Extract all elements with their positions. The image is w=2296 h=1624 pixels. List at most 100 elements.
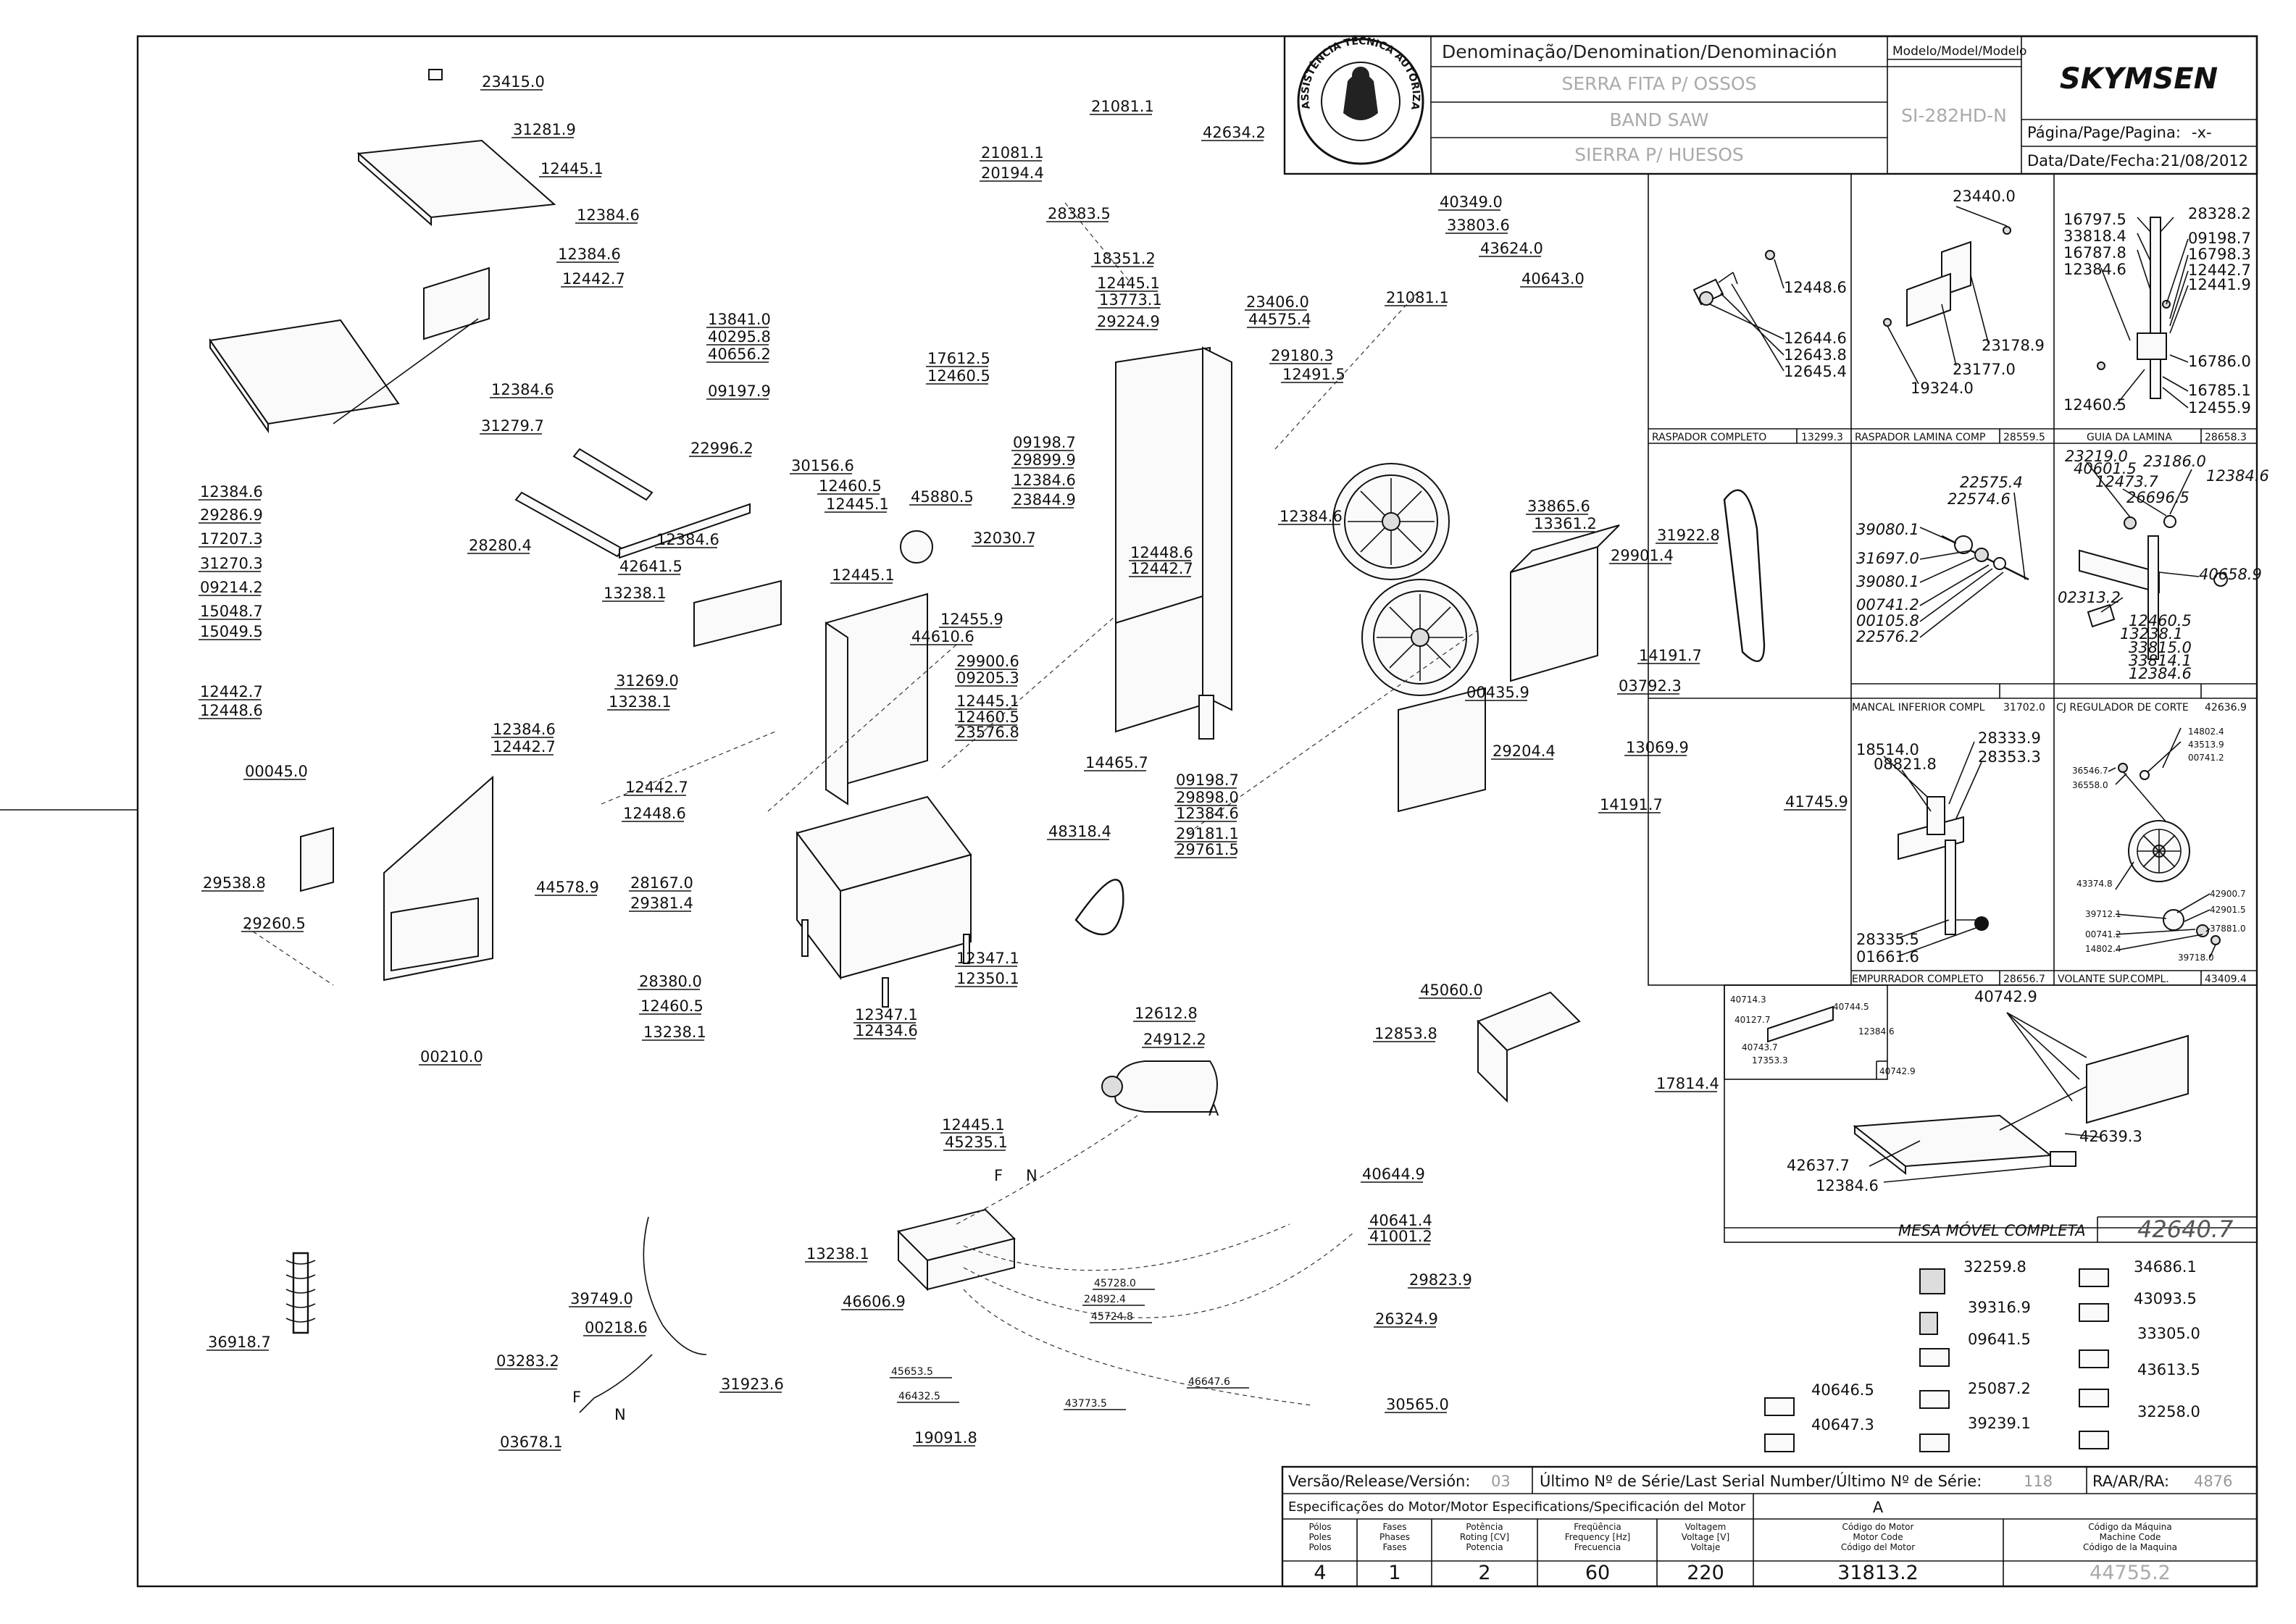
callout-63: 12442.7	[1130, 560, 1193, 577]
wire-letter-1: N	[1026, 1167, 1038, 1184]
callout-12384.6: 12384.6	[1816, 1177, 1879, 1194]
callout-00741.2: 00741.2	[2188, 753, 2224, 763]
callout-12645.4: 12645.4	[1784, 363, 1847, 380]
callout-14: 15048.7	[200, 603, 263, 620]
callout-16785.1: 16785.1	[2188, 382, 2251, 399]
callout-74: 29181.1	[1176, 825, 1239, 842]
wire-letter-0: F	[994, 1167, 1003, 1184]
callout-89: 33803.6	[1447, 217, 1510, 234]
callout-26696.5: 26696.5	[2126, 489, 2189, 506]
callout-23177.0: 23177.0	[1953, 361, 2016, 378]
raspador-title: RASPADOR COMPLETO	[1652, 432, 1766, 443]
callout-19324.0: 19324.0	[1911, 380, 1974, 397]
callout-115: 40641.4	[1369, 1212, 1432, 1229]
callout-12644.6: 12644.6	[1784, 330, 1847, 347]
callout-129: 00218.6	[585, 1319, 648, 1336]
callout-130: 03283.2	[496, 1352, 559, 1370]
callout-60: 23844.9	[1013, 491, 1076, 508]
raspador-completo-box: RASPADOR COMPLETO 13299.3 12448.6 12644.…	[1652, 250, 1847, 443]
callout-12460.5: 12460.5	[2129, 612, 2192, 629]
callout-85: 48318.4	[1048, 823, 1111, 840]
ra-label: RA/AR/RA:	[2092, 1473, 2169, 1490]
callout-131: 31923.6	[721, 1376, 784, 1393]
callout-39: 09197.9	[708, 382, 771, 400]
callout-55: 12445.1	[832, 566, 895, 584]
callout-99: 03792.3	[1619, 677, 1682, 695]
callout-124: 43773.5	[1065, 1398, 1107, 1410]
callout-49: 44575.4	[1248, 311, 1311, 328]
callout-14802.4: 14802.4	[2188, 727, 2224, 737]
callout-128: 39749.0	[570, 1290, 633, 1307]
footer-col-4-line-0: Voltagem	[1685, 1522, 1727, 1532]
mancal-inferior-title: MANCAL INFERIOR COMPL	[1852, 702, 1985, 713]
footer-col-3-line-2: Frecuencia	[1574, 1542, 1621, 1552]
raspador-code: 13299.3	[1801, 432, 1843, 443]
callout-36546.7: 36546.7	[2072, 766, 2108, 776]
model-value: SI-282HD-N	[1901, 105, 2007, 126]
footer-value-6: 44755.2	[2090, 1562, 2171, 1584]
callout-0: 23415.0	[482, 73, 545, 91]
footer-column-headers: PólosPolesPolosFasesPhasesFasesPotênciaR…	[1308, 1522, 2177, 1552]
inset-callout-12384.6: 12384.6	[1858, 1026, 1895, 1037]
callout-37881.0: 37881.0	[2210, 924, 2246, 934]
callout-29: 29260.5	[243, 915, 306, 932]
callout-6: 12384.6	[491, 381, 554, 398]
footer-col-4-line-1: Voltage [V]	[1682, 1532, 1729, 1542]
footer-col-0-line-1: Poles	[1308, 1532, 1331, 1542]
callout-23219.0: 23219.0	[2065, 448, 2128, 465]
callout-33: 21081.1	[981, 144, 1044, 162]
model-label: Modelo/Model/Modelo	[1892, 44, 2026, 59]
callout-108: 12612.8	[1135, 1005, 1198, 1022]
callout-37: 40295.8	[708, 328, 771, 346]
callout-3: 12384.6	[577, 206, 640, 224]
callout-127: 30565.0	[1386, 1396, 1449, 1413]
brand-logo: SKYMSEN	[2060, 62, 2218, 96]
callout-116: 41001.2	[1369, 1228, 1432, 1245]
label-40646.5: 40646.5	[1811, 1381, 1874, 1399]
callout-23178.9: 23178.9	[1982, 337, 2045, 354]
callout-91: 40643.0	[1521, 270, 1585, 288]
callout-59: 12384.6	[1013, 472, 1076, 489]
callout-8: 28280.4	[469, 537, 532, 554]
footer-value-1: 1	[1388, 1562, 1400, 1584]
subassembly-grid: RASPADOR COMPLETO 13299.3 12448.6 12644.…	[1648, 173, 2269, 986]
callout-34: 20194.4	[981, 164, 1044, 182]
label-09641.5: 09641.5	[1968, 1331, 2031, 1348]
callout-28335.5: 28335.5	[1856, 931, 1919, 948]
callout-22576.2: 22576.2	[1856, 628, 1919, 645]
callout-22575.4: 22575.4	[1960, 474, 2023, 491]
page-label: Página/Page/Pagina:	[2027, 124, 2181, 141]
callout-33818.4: 33818.4	[2063, 227, 2126, 245]
motor-spec-label: Especificações do Motor/Motor Especifica…	[1288, 1499, 1746, 1515]
label-39239.1: 39239.1	[1968, 1415, 2031, 1432]
callout-93: 12384.6	[1280, 508, 1343, 525]
callout-12643.8: 12643.8	[1784, 346, 1847, 364]
stamp-text: ASSISTÊNCIA TÉCNICA AUTORIZADA	[0, 0, 1422, 111]
motor-col-letter: A	[1873, 1499, 1884, 1516]
footer-value-3: 60	[1585, 1562, 1610, 1584]
callout-69: 23576.8	[956, 724, 1019, 741]
callout-100: 14191.7	[1639, 647, 1702, 664]
callout-12: 31270.3	[200, 555, 263, 572]
footer-col-5-line-2: Código del Motor	[1841, 1542, 1915, 1552]
callout-83: 12347.1	[855, 1006, 918, 1024]
callout-23440.0: 23440.0	[1953, 188, 2016, 205]
callout-121: 26324.9	[1375, 1310, 1438, 1328]
callout-16: 12442.7	[200, 683, 263, 700]
footer-col-6-line-0: Código da Máquina	[2088, 1522, 2171, 1532]
raspador-lamina-title: RASPADOR LAMINA COMP	[1855, 432, 1985, 443]
footer-value-5: 31813.2	[1837, 1562, 1919, 1584]
callout-42900.7: 42900.7	[2210, 889, 2246, 899]
callout-43513.9: 43513.9	[2188, 740, 2224, 750]
footer-value-2: 2	[1478, 1562, 1490, 1584]
callout-106: 12853.8	[1374, 1025, 1437, 1042]
callout-28333.9: 28333.9	[1978, 729, 2041, 747]
callout-70: 14465.7	[1085, 754, 1148, 771]
callout-46: 17612.5	[927, 350, 990, 367]
callout-26: 12442.7	[493, 738, 556, 756]
callout-42637.7: 42637.7	[1787, 1157, 1850, 1174]
footer-col-3-line-1: Frequency [Hz]	[1565, 1532, 1631, 1542]
callout-111: 45235.1	[945, 1134, 1008, 1151]
callout-126: 19091.8	[914, 1429, 977, 1447]
